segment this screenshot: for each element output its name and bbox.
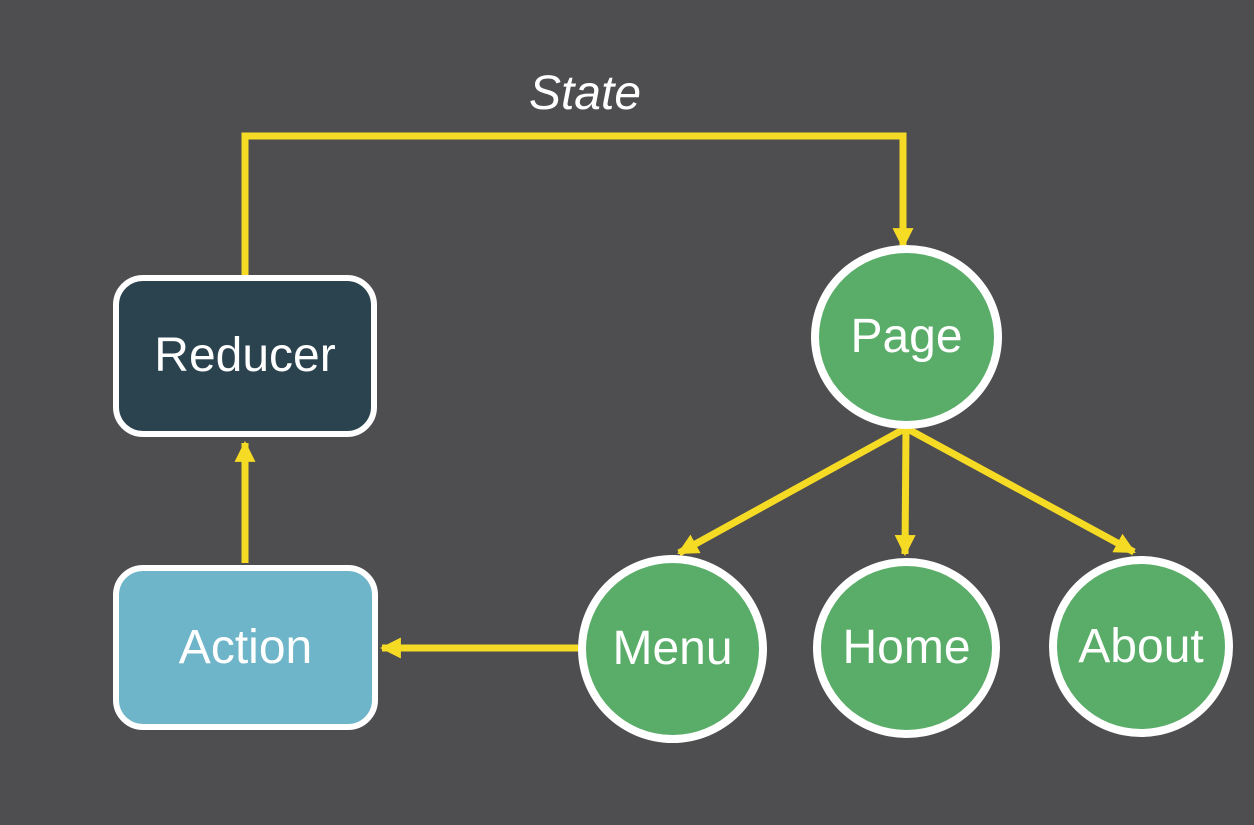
edge-page-to-about (904, 424, 1136, 556)
reducer-label: Reducer (154, 329, 336, 382)
home-label: Home (842, 621, 971, 674)
page-label: Page (850, 310, 963, 363)
edge-reducer-to-page-state (241, 132, 914, 277)
edge-page-to-menu (677, 424, 908, 557)
node-action: Action (113, 565, 378, 730)
edge-page-to-home (894, 427, 916, 557)
node-menu: Menu (578, 555, 767, 743)
action-label: Action (178, 620, 313, 674)
state-edge-label: State (528, 67, 642, 120)
about-label: About (1078, 619, 1204, 673)
menu-label: Menu (612, 622, 733, 675)
node-about: About (1049, 556, 1233, 737)
node-home: Home (813, 558, 1000, 738)
node-page: Page (811, 245, 1002, 429)
node-reducer: Reducer (113, 275, 377, 437)
